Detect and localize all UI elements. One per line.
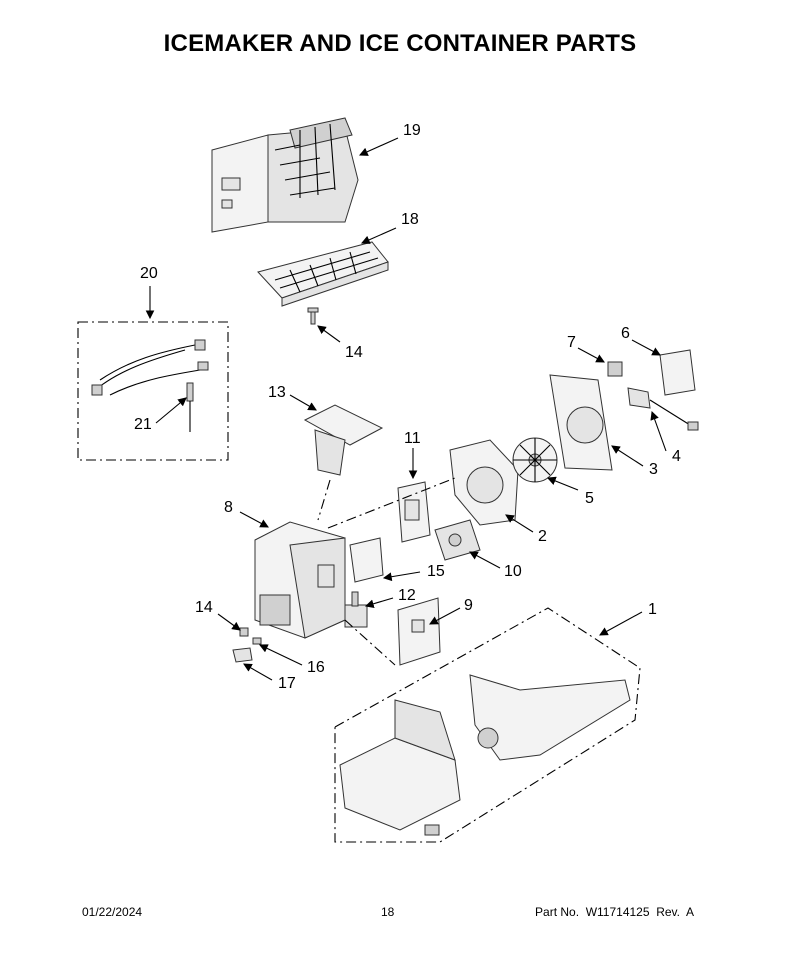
page-title: ICEMAKER AND ICE CONTAINER PARTS <box>163 30 637 57</box>
fan-shroud <box>449 439 519 526</box>
callout-20: 20 <box>140 265 158 282</box>
callout-1: 1 <box>648 601 657 618</box>
callout-9: 9 <box>464 597 473 614</box>
footer-page-number: 18 <box>381 905 395 919</box>
callout-16: 16 <box>307 659 325 676</box>
evaporator-cover <box>549 374 613 471</box>
callout-6: 6 <box>621 325 630 342</box>
fan-blade <box>512 437 558 483</box>
callout-5: 5 <box>585 490 594 507</box>
switch-module <box>397 481 431 543</box>
icemaker-housing <box>254 521 346 639</box>
solenoid <box>344 591 368 628</box>
callout-14-top: 14 <box>345 344 363 361</box>
lower-hardware <box>232 627 262 663</box>
heater-sensor <box>627 387 699 431</box>
callout-2: 2 <box>538 528 547 545</box>
small-connector <box>607 361 623 377</box>
ice-mold <box>257 241 389 307</box>
callout-21: 21 <box>134 416 152 433</box>
callout-7: 7 <box>567 334 576 351</box>
screw-top <box>307 307 319 325</box>
bracket <box>349 537 384 583</box>
icemaker-assembly <box>211 117 359 233</box>
ice-container-group <box>334 607 641 843</box>
callout-17: 17 <box>278 675 296 692</box>
callout-13: 13 <box>268 384 286 401</box>
callout-10: 10 <box>504 563 522 580</box>
callout-18: 18 <box>401 211 419 228</box>
footer-part-info: Part No. W11714125 Rev. A <box>535 905 694 919</box>
callout-19: 19 <box>403 122 421 139</box>
wire-harness-group <box>77 321 229 461</box>
chute-housing-top <box>303 404 384 476</box>
callout-12: 12 <box>398 587 416 604</box>
callout-15: 15 <box>427 563 445 580</box>
auger-motor <box>434 519 481 561</box>
callout-8: 8 <box>224 499 233 516</box>
callout-3: 3 <box>649 461 658 478</box>
cover-plate <box>397 597 441 666</box>
callout-4: 4 <box>672 448 681 465</box>
callout-14-bottom: 14 <box>195 599 213 616</box>
callout-11: 11 <box>404 430 421 447</box>
damper-bracket <box>659 349 696 396</box>
footer-date: 01/22/2024 <box>82 905 143 919</box>
